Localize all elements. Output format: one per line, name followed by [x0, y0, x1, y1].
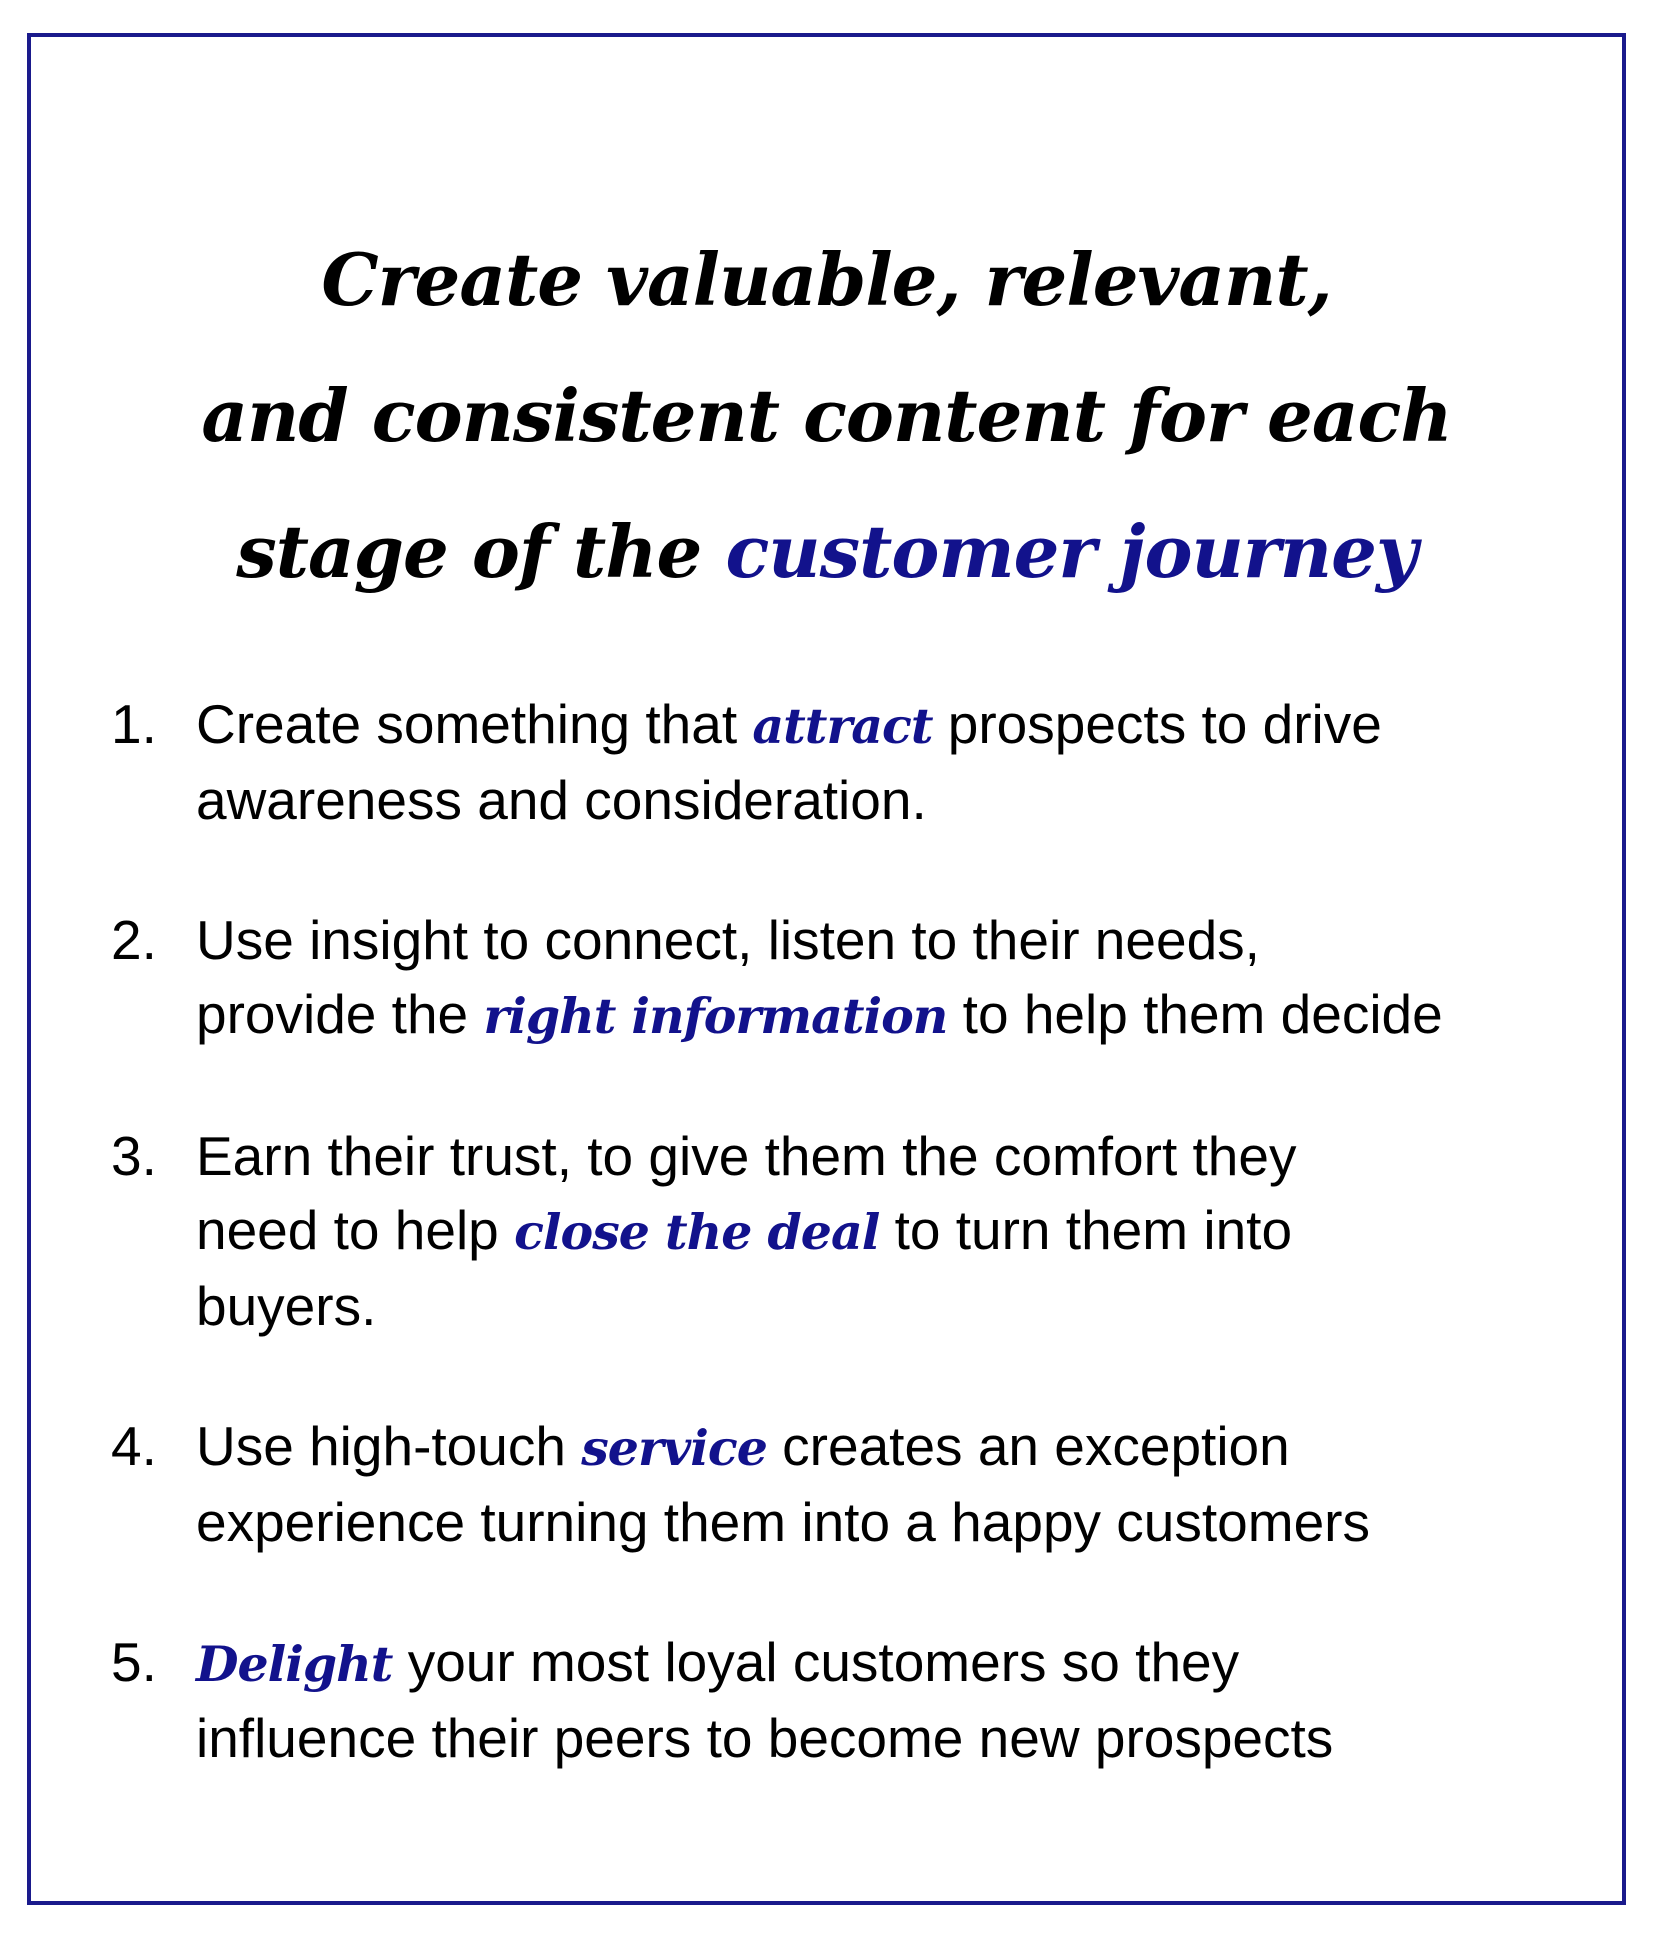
step-text: Use high-touch [196, 1415, 582, 1477]
step-line: provide the right information to help th… [196, 977, 1611, 1053]
step-number: 4. [111, 1415, 157, 1477]
step-text: provide the [196, 983, 484, 1045]
headline-line-3-prefix: stage of the [236, 509, 726, 594]
step-text: creates an exception [766, 1415, 1290, 1477]
step-line: need to help close the deal to turn them… [196, 1193, 1611, 1269]
step-line: Earn their trust, to give them the comfo… [196, 1125, 1297, 1187]
step-line: awareness and consideration. [196, 769, 927, 831]
step-text: your most loyal customers so they [392, 1631, 1240, 1693]
step-text: to turn them into [879, 1199, 1293, 1261]
headline-line-3: stage of the customer journey [31, 484, 1622, 620]
step-emphasis: attract [752, 697, 933, 755]
headline: Create valuable, relevant, and consisten… [31, 212, 1622, 620]
headline-accent: customer journey [725, 509, 1417, 594]
list-item-step-1: 1. Create something that attract prospec… [111, 687, 1611, 837]
step-number: 1. [111, 693, 157, 755]
step-line: experience turning them into a happy cus… [196, 1491, 1370, 1553]
step-line: buyers. [196, 1275, 377, 1337]
step-emphasis: close the deal [514, 1203, 880, 1261]
step-text: Create something that [196, 693, 753, 755]
step-line: influence their peers to become new pros… [196, 1707, 1334, 1769]
step-emphasis: service [581, 1419, 768, 1477]
headline-line-2: and consistent content for each [201, 373, 1452, 458]
step-emphasis: right information [483, 987, 948, 1045]
list-item-step-3: 3. Earn their trust, to give them the co… [111, 1119, 1611, 1343]
step-line: Create something that attract prospects … [196, 687, 1611, 763]
step-text: need to help [196, 1199, 515, 1261]
content-frame: Create valuable, relevant, and consisten… [27, 33, 1626, 1905]
list-item-step-4: 4. Use high-touch service creates an exc… [111, 1409, 1611, 1559]
step-line: Use high-touch service creates an except… [196, 1409, 1611, 1485]
step-number: 5. [111, 1631, 157, 1693]
step-text: prospects to drive [932, 693, 1382, 755]
step-text: to help them decide [947, 983, 1443, 1045]
step-number: 3. [111, 1125, 157, 1187]
steps-list: 1. Create something that attract prospec… [111, 687, 1611, 1841]
step-emphasis: Delight [196, 1635, 393, 1693]
list-item-step-2: 2. Use insight to connect, listen to the… [111, 903, 1611, 1053]
step-line: Delight your most loyal customers so the… [196, 1625, 1611, 1701]
list-item-step-5: 5. Delight your most loyal customers so … [111, 1625, 1611, 1775]
step-number: 2. [111, 909, 157, 971]
headline-line-1: Create valuable, relevant, [321, 237, 1332, 322]
step-line: Use insight to connect, listen to their … [196, 909, 1260, 971]
